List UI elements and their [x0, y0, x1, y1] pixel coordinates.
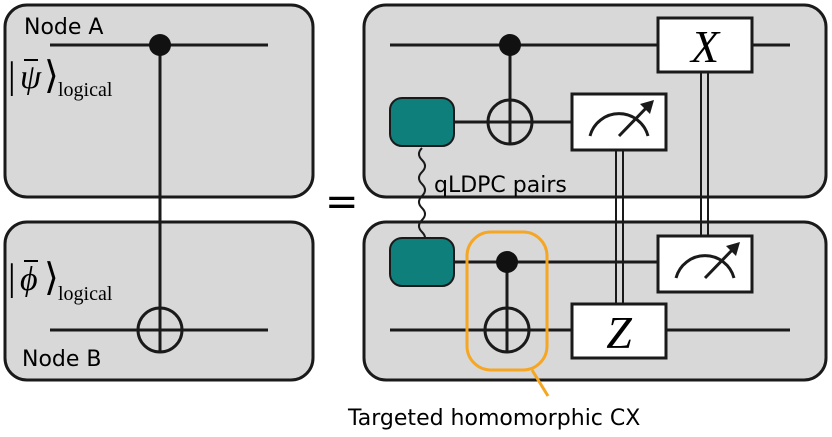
- svg-text:|: |: [8, 55, 16, 97]
- svg-text:X: X: [689, 21, 721, 72]
- highlight-callout-line: [530, 369, 550, 397]
- z-gate: Z: [570, 302, 668, 360]
- cx-b-target-symbol: [483, 306, 531, 354]
- classical-wire-x: [700, 72, 709, 236]
- svg-text:⟩: ⟩: [44, 257, 59, 299]
- svg-text:Z: Z: [606, 307, 632, 358]
- measurement-gate-a: [570, 92, 668, 152]
- svg-text:⟩: ⟩: [44, 55, 59, 97]
- cx-a-control-dot: [499, 34, 521, 56]
- psi-logical-label: | ψ ⟩ logical: [8, 55, 113, 101]
- qldpc-resource-b: [389, 237, 455, 287]
- qldpc-resource-a: [389, 97, 455, 147]
- x-gate: X: [656, 16, 754, 74]
- svg-text:|: |: [8, 257, 16, 299]
- phi-logical-label: | ϕ ⟩ logical: [8, 257, 113, 305]
- qldpc-pairs-label: qLDPC pairs: [434, 173, 567, 198]
- measurement-gate-b: [656, 234, 754, 294]
- node-a-label: Node A: [24, 15, 103, 40]
- classical-wire-z: [615, 150, 624, 304]
- targeted-cx-highlight: [465, 230, 549, 372]
- svg-text:ψ: ψ: [20, 59, 42, 96]
- cx-control-dot: [149, 34, 171, 56]
- svg-text:ϕ: ϕ: [20, 261, 38, 298]
- svg-text:logical: logical: [58, 79, 113, 101]
- cx-target-symbol: [136, 306, 184, 354]
- targeted-cx-label: Targeted homomorphic CX: [347, 406, 640, 431]
- cx-b-control-dot: [496, 251, 518, 273]
- svg-text:logical: logical: [58, 283, 113, 305]
- node-b-label: Node B: [22, 347, 102, 372]
- equals-sign: =: [325, 179, 359, 225]
- cx-a-target-symbol: [486, 98, 534, 146]
